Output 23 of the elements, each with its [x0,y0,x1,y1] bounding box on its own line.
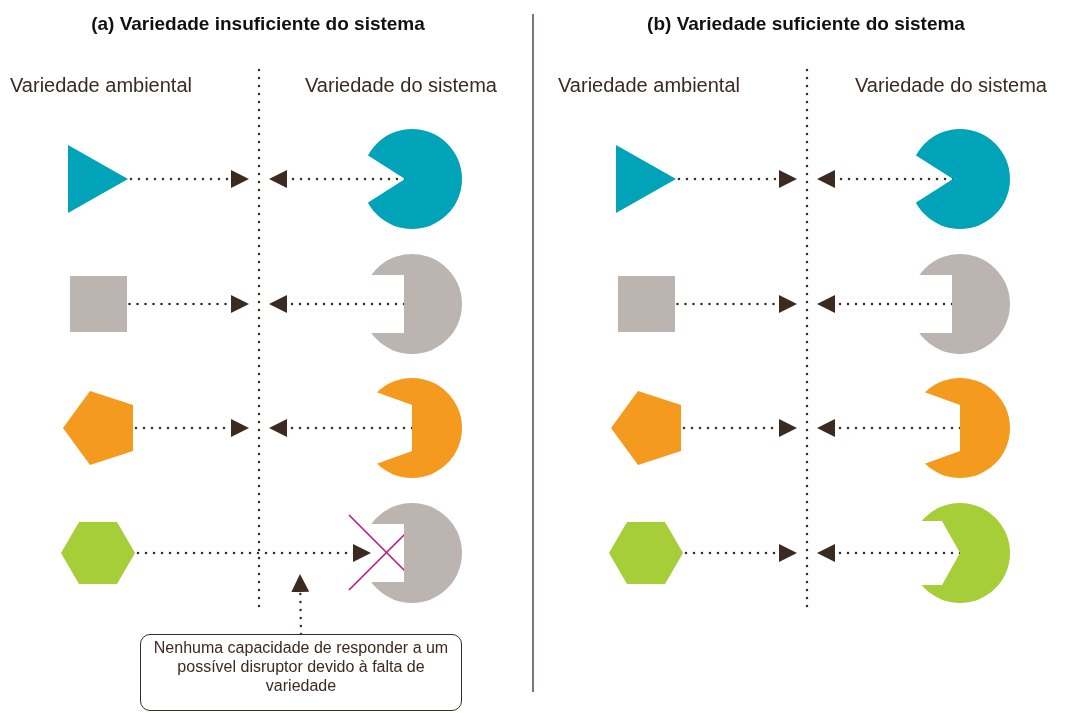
triangle-shape [68,145,128,213]
arrow [128,295,250,313]
column-heading: Variedade do sistema [305,74,497,97]
arrow [682,419,798,437]
arrow [676,295,798,313]
hexagon-shape [61,522,135,584]
arrow [129,170,250,188]
arrow [291,573,310,636]
callout-note: Nenhuma capacidade de responder a um possível disruptor devido à falta de variedade [140,634,462,711]
triangle-shape [616,145,676,213]
column-heading: Variedade ambiental [10,74,192,97]
pentagon-shape [63,391,133,465]
panel-title: (a) Variedade insuficiente do sistema [91,13,425,35]
arrow [677,170,798,188]
panel-title: (b) Variedade suficiente do sistema [647,13,965,35]
hexagon-shape [609,522,683,584]
arrow [684,544,798,562]
arrow [134,419,250,437]
square-shape [617,276,675,332]
column-heading: Variedade ambiental [558,74,740,97]
column-heading: Variedade do sistema [855,74,1047,97]
pentagon-shape [611,391,681,465]
square-shape [69,276,127,332]
